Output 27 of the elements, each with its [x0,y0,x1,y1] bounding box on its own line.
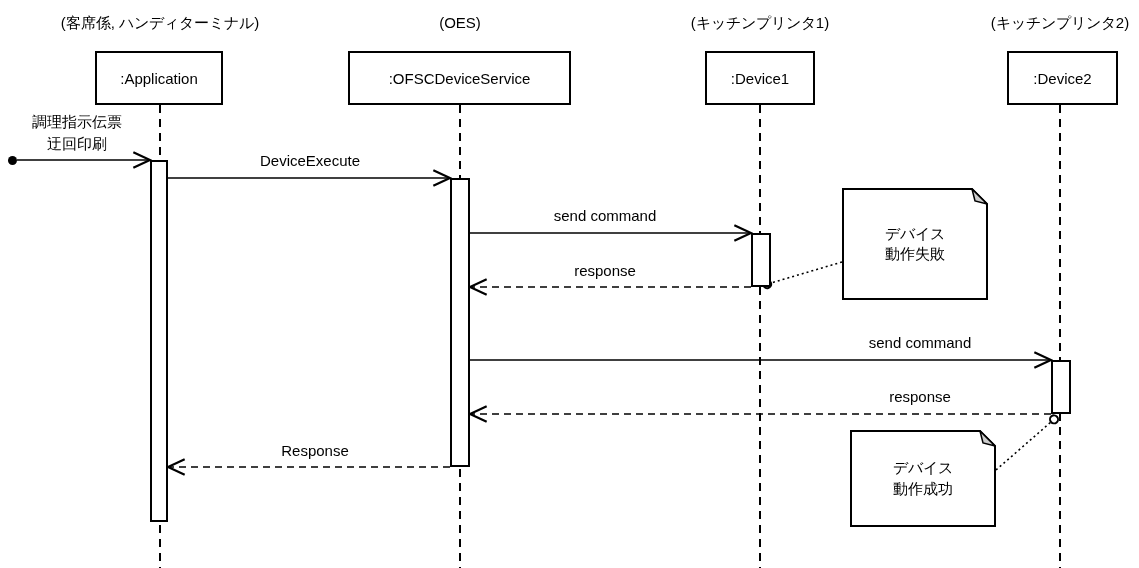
object-name: :Device2 [1033,69,1092,87]
start-dot [8,156,17,165]
leader-line [762,261,843,290]
object-box [95,51,223,105]
message-arrow [469,224,753,242]
activation-bar [450,178,470,467]
activation-bar [1051,360,1071,414]
message-arrow [167,169,452,187]
object-box [1007,51,1118,105]
message-label: 調理指示伝票迂回印刷 [31,112,123,154]
activation-bar [751,233,771,287]
note-text: デバイス動作成功 [892,458,954,499]
object-name: :Application [120,69,198,87]
activation-bar [150,160,168,522]
object-box [705,51,815,105]
object-box [348,51,571,105]
object-name: :OFSCDeviceService [388,69,531,87]
object-caption: (客席係, ハンディターミナル) [59,14,261,33]
note-box [842,188,988,300]
note-text: デバイス動作失敗 [884,223,946,264]
object-caption: (OES) [438,14,482,31]
object-caption: (キッチンプリンタ1) [689,14,831,33]
object-name: :Device1 [730,69,790,87]
object-caption: (キッチンプリンタ2) [989,14,1131,33]
message-arrow [16,151,152,169]
message-arrow [469,351,1053,369]
note-box [850,430,996,527]
